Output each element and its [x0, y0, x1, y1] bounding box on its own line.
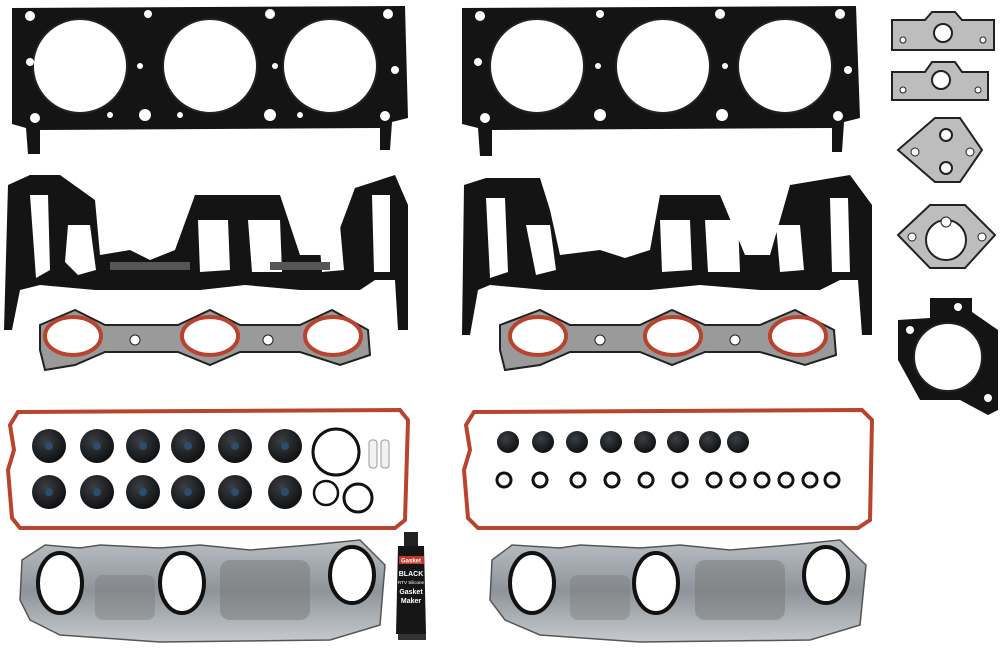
o-rings-left [311, 427, 390, 514]
side-gasket-top [891, 11, 995, 51]
valve-stem-seals-left [32, 429, 302, 509]
exhaust-gasket-left [19, 539, 386, 643]
valve-cover-gasket-left [5, 407, 411, 530]
tube-brand-text: Gasket [401, 559, 421, 565]
tube-line2-text: RTV Silicone [398, 580, 424, 585]
tube-line4-text: Maker [401, 598, 422, 605]
intake-gasket-right [462, 175, 872, 335]
side-gasket-second [891, 61, 989, 101]
head-gasket-right [462, 6, 860, 156]
tube-line1-text: BLACK [399, 571, 424, 578]
throttle-body-gasket [898, 298, 998, 415]
rtv-silicone-tube: Gasket BLACK RTV Silicone Gasket Maker [396, 532, 426, 640]
valve-cover-gasket-right [461, 407, 875, 530]
exhaust-gasket-right [489, 539, 867, 643]
plenum-gasket-right [499, 308, 838, 372]
valve-stem-seals-right [497, 431, 749, 453]
plenum-gasket-left [39, 308, 372, 372]
intake-gasket-left [4, 175, 408, 330]
thermostat-gasket [896, 204, 997, 269]
head-gasket-left [12, 6, 408, 154]
egr-gasket [896, 117, 984, 183]
tube-line3-text: Gasket [399, 589, 423, 596]
small-o-rings-right [495, 471, 841, 489]
